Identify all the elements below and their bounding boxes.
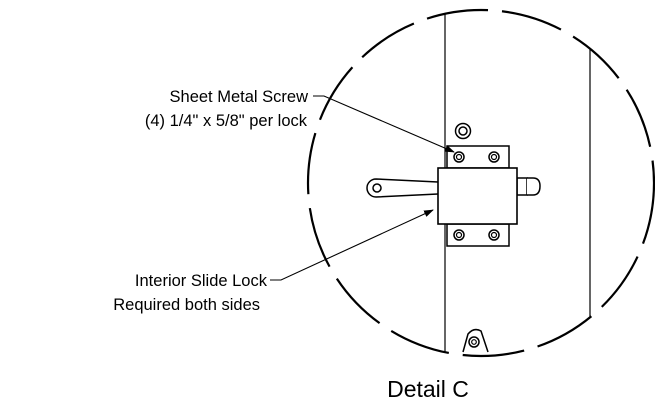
loose-screw-icon — [454, 122, 472, 140]
slide-lock-callout-line-1: Interior Slide Lock — [135, 272, 268, 290]
slide-lock-body — [437, 167, 518, 225]
detail-boundary-circle — [306, 8, 655, 358]
detail-title: Detail C — [387, 376, 469, 402]
mounting-bracket-bottom — [446, 223, 510, 247]
slide-lock-handle — [516, 177, 541, 196]
slide-lock-bolt-arm — [366, 178, 439, 198]
bottom-hinge-tab — [462, 328, 489, 353]
screw-callout-line-2: (4) 1/4" x 5/8" per lock — [145, 112, 308, 130]
slide-lock-leader-line — [270, 209, 434, 281]
screw-leader-line — [313, 95, 455, 153]
mounting-bracket-top — [446, 145, 510, 169]
screw-callout-line-1: Sheet Metal Screw — [170, 88, 309, 106]
slide-lock-callout-line-2: Required both sides — [113, 296, 260, 314]
